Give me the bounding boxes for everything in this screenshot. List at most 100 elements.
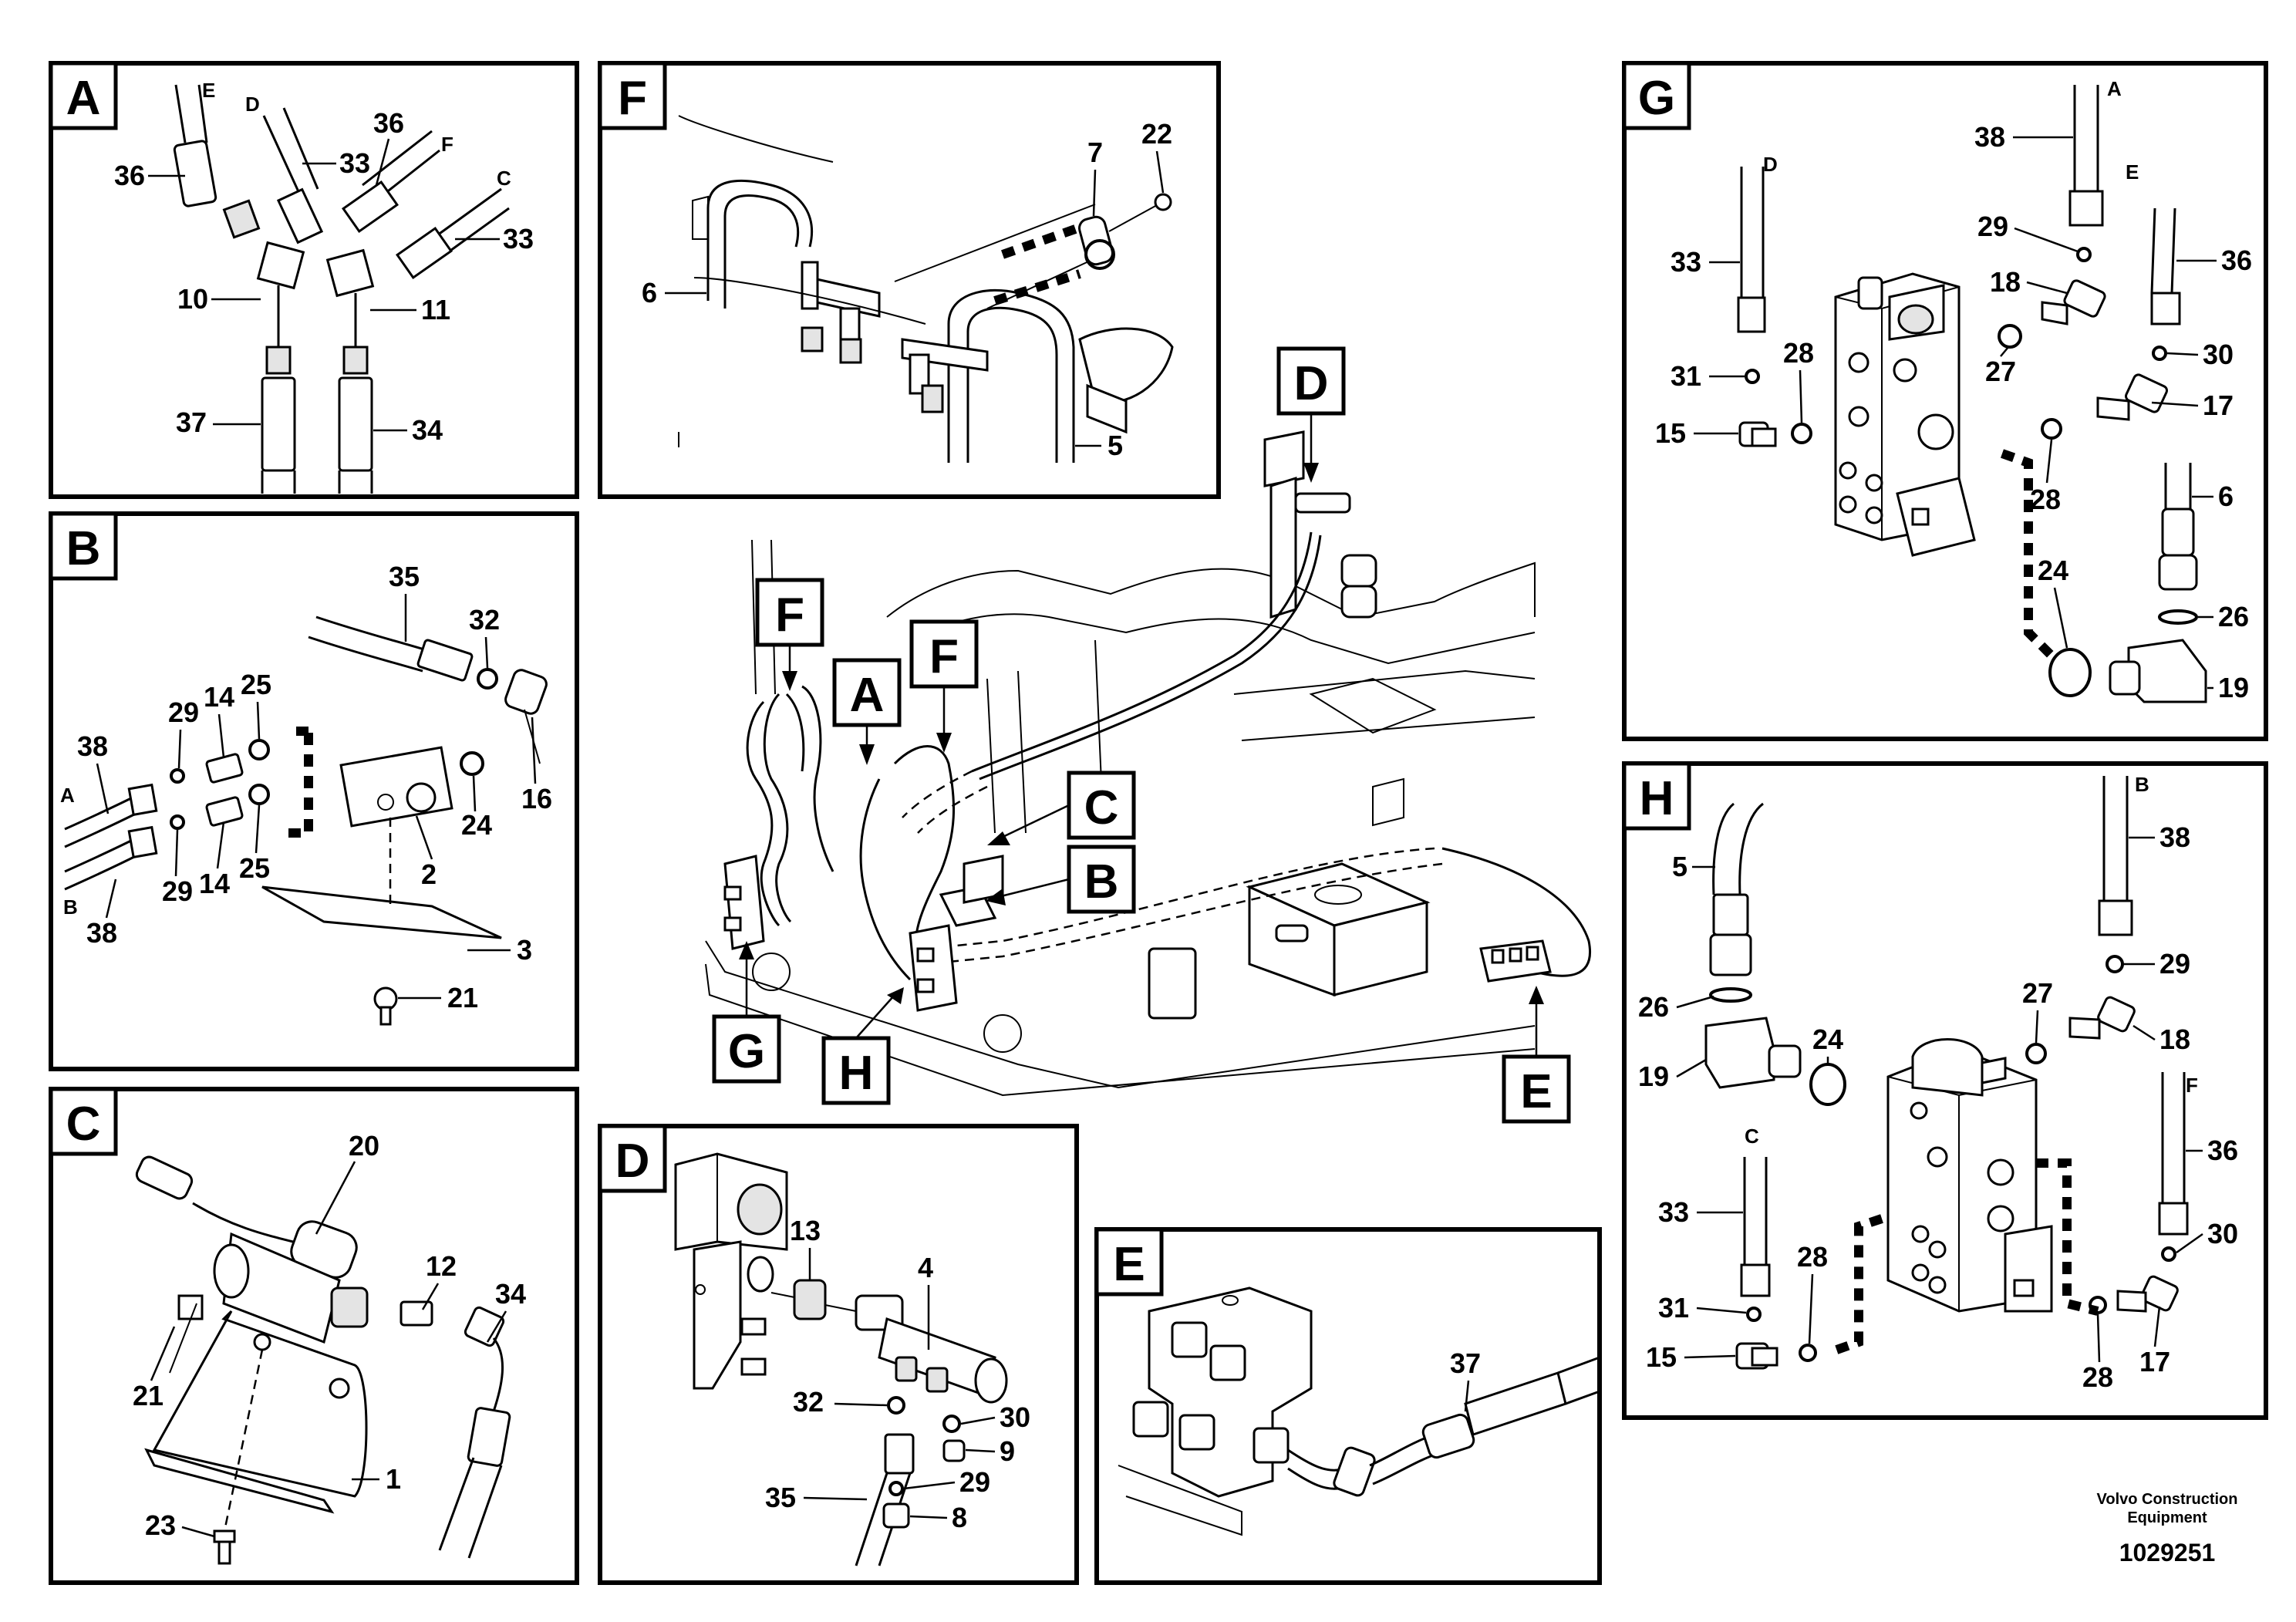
callout-h-24: 24 <box>1812 1023 1843 1055</box>
callout-f-22: 22 <box>1141 118 1172 150</box>
callout-b-38-bottom: 38 <box>86 917 117 949</box>
callout-f-6: 6 <box>642 277 657 309</box>
panel-a: A E D F C 36 33 36 33 10 11 37 <box>49 61 579 499</box>
callout-b-16: 16 <box>521 783 552 814</box>
callout-g-38: 38 <box>1974 121 2005 153</box>
callout-g-24: 24 <box>2038 555 2068 586</box>
callout-c-12: 12 <box>426 1250 457 1282</box>
callout-d-32: 32 <box>793 1386 824 1418</box>
callout-b-32: 32 <box>469 604 500 636</box>
callout-b-2: 2 <box>421 858 437 890</box>
callout-g-6: 6 <box>2218 481 2234 512</box>
callout-b-25-bottom: 25 <box>239 852 270 884</box>
callout-h-28-right: 28 <box>2082 1361 2113 1393</box>
footer: Volvo Construction Equipment 1029251 <box>2097 1491 2238 1566</box>
callout-a-33-mid: 33 <box>339 147 370 179</box>
callout-h-18: 18 <box>2159 1023 2190 1055</box>
panel-e-tag: E <box>1113 1238 1145 1291</box>
callout-a-36-right: 36 <box>373 107 404 139</box>
company-name-line2: Equipment <box>2127 1509 2207 1526</box>
callout-g-18: 18 <box>1990 266 2021 298</box>
callout-g-33: 33 <box>1671 246 1701 278</box>
callout-h-19: 19 <box>1638 1061 1669 1092</box>
callout-c-20: 20 <box>349 1130 379 1162</box>
company-name-line1: Volvo Construction <box>2097 1491 2238 1508</box>
label-g-a: A <box>2107 77 2122 100</box>
panel-g: G <box>1622 61 2268 741</box>
callout-d-35: 35 <box>765 1482 796 1513</box>
callout-h-28-left: 28 <box>1797 1241 1828 1273</box>
overview-tag-c: C <box>987 771 1136 845</box>
callout-a-34: 34 <box>412 414 443 446</box>
drawing-number: 1029251 <box>2119 1539 2216 1566</box>
callout-b-21: 21 <box>447 982 478 1013</box>
panel-b-tag: B <box>66 522 101 575</box>
label-h-f: F <box>2186 1074 2198 1097</box>
callout-h-17: 17 <box>2139 1346 2170 1378</box>
callout-h-33: 33 <box>1658 1196 1689 1228</box>
callout-c-21: 21 <box>133 1380 164 1411</box>
overview-tag-g: G <box>712 941 781 1084</box>
callout-b-24: 24 <box>461 809 492 841</box>
callout-a-36-left: 36 <box>114 160 145 191</box>
svg-text:E: E <box>1520 1065 1552 1118</box>
callout-b-25-top: 25 <box>241 669 271 700</box>
callout-g-27: 27 <box>1985 356 2016 387</box>
callout-d-13: 13 <box>790 1215 821 1246</box>
callout-g-28-right: 28 <box>2030 484 2061 515</box>
callout-a-37: 37 <box>176 406 207 438</box>
label-a-f: F <box>441 133 453 156</box>
callout-c-23: 23 <box>145 1509 176 1541</box>
panel-e: E 37 <box>1094 1227 1602 1585</box>
panel-f: F 7 22 6 5 <box>598 61 1221 499</box>
panel-g-tag: G <box>1638 72 1675 125</box>
svg-text:C: C <box>1084 781 1119 835</box>
callout-a-11: 11 <box>421 294 450 325</box>
callout-h-5: 5 <box>1672 851 1687 882</box>
callout-g-15: 15 <box>1655 417 1686 449</box>
callout-h-30: 30 <box>2207 1218 2238 1249</box>
label-a-d: D <box>245 93 260 116</box>
overview-tag-f-left: F <box>755 578 824 691</box>
panel-a-tag: A <box>66 72 101 125</box>
label-b-b: B <box>63 895 78 919</box>
callout-g-36: 36 <box>2221 244 2252 276</box>
callout-d-30: 30 <box>1000 1401 1030 1433</box>
svg-text:A: A <box>850 669 885 722</box>
overview-tag-e: E <box>1502 986 1571 1124</box>
panel-f-tag: F <box>618 72 647 125</box>
callout-h-38: 38 <box>2159 821 2190 853</box>
label-b-a: A <box>60 784 75 807</box>
svg-text:B: B <box>1084 855 1119 909</box>
callout-b-38-top: 38 <box>77 730 108 762</box>
callout-f-5: 5 <box>1108 430 1123 461</box>
callout-g-31: 31 <box>1671 360 1701 392</box>
callout-g-26: 26 <box>2218 601 2249 632</box>
panel-d-tag: D <box>615 1135 650 1188</box>
label-g-e: E <box>2126 160 2139 184</box>
callout-g-28-left: 28 <box>1783 337 1814 369</box>
callout-e-37: 37 <box>1450 1347 1481 1379</box>
label-a-c: C <box>497 167 511 190</box>
callout-h-29: 29 <box>2159 948 2190 980</box>
panel-c: C 20 12 34 21 1 23 <box>49 1087 579 1585</box>
svg-text:G: G <box>728 1025 765 1078</box>
svg-text:D: D <box>1294 357 1329 410</box>
callout-a-10: 10 <box>177 283 208 315</box>
label-h-c: C <box>1745 1125 1759 1148</box>
panel-h-tag: H <box>1640 772 1674 825</box>
label-h-b: B <box>2135 773 2149 796</box>
label-a-e: E <box>202 79 215 102</box>
panel-b: B 35 32 29 14 25 38 <box>49 511 579 1071</box>
panel-c-tag: C <box>66 1098 101 1151</box>
label-g-d: D <box>1763 153 1778 176</box>
callout-b-14-top: 14 <box>204 681 234 713</box>
callout-g-17: 17 <box>2203 389 2234 421</box>
callout-c-1: 1 <box>386 1463 401 1495</box>
callout-h-36: 36 <box>2207 1135 2238 1166</box>
overview-tag-f-right: F <box>909 619 979 753</box>
callout-d-29: 29 <box>959 1466 990 1498</box>
overview-tag-h: H <box>821 987 904 1105</box>
callout-f-7: 7 <box>1087 137 1103 168</box>
